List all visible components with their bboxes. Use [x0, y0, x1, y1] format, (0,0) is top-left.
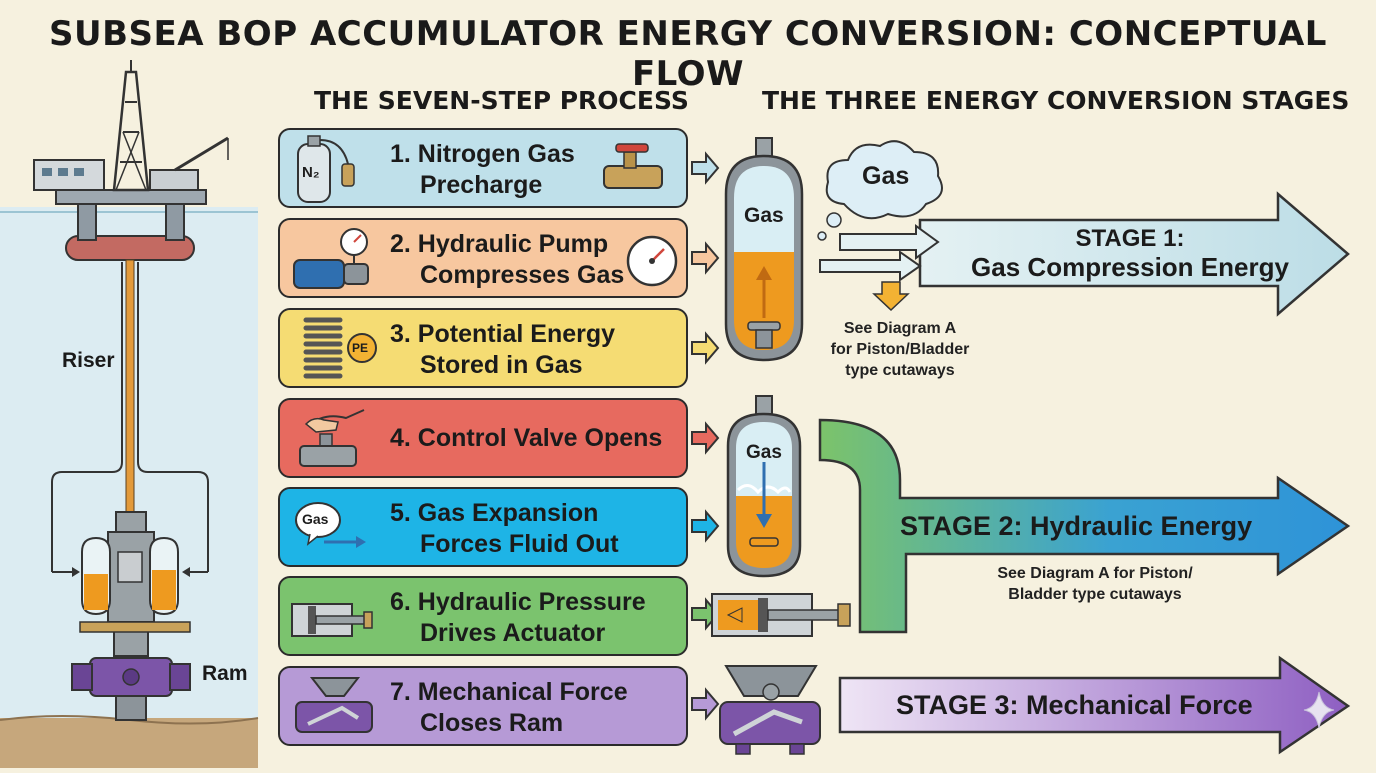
step-1-line2: Precharge [420, 171, 543, 199]
step-5-line1: 5. Gas Expansion [390, 499, 599, 527]
gas-bubble-icon: Gas [294, 496, 374, 565]
stage-1-note-line3: type cutaways [845, 362, 955, 379]
actuator-icon [288, 598, 378, 653]
ram-icon [719, 665, 821, 755]
upper-accumulator-label: Gas [744, 204, 784, 227]
step-5-box [278, 487, 688, 567]
step-1-arrow-icon [691, 151, 720, 185]
stage-2-title: STAGE 2: Hydraulic Energy [900, 511, 1253, 541]
step-7-line2: Closes Ram [420, 709, 564, 737]
step-6-line1: 6. Hydraulic Pressure [390, 588, 646, 616]
step-2-line2: Compresses Gas [420, 261, 625, 289]
step-5-line2: Forces Fluid Out [420, 530, 619, 558]
stage-1-note-line1: See Diagram A [843, 320, 957, 337]
step-3-box [278, 308, 688, 388]
lower-accumulator-label: Gas [746, 442, 782, 463]
step-3-line2: Stored in Gas [420, 351, 583, 379]
stage-3-arrow [838, 655, 1351, 755]
ram-closing-icon [288, 672, 380, 749]
rig-illustration: Riser Ram [0, 52, 259, 768]
stage-1-note-line2: for Piston/Bladder [830, 341, 970, 358]
page-title: SUBSEA BOP ACCUMULATOR ENERGY CONVERSION… [49, 14, 1327, 94]
step-5-arrow-icon [691, 509, 720, 543]
riser-label: Riser [62, 349, 115, 372]
ram-label: Ram [202, 662, 248, 685]
gas-cloud-icon: Gas [814, 134, 954, 249]
nitrogen-cylinder-icon: N₂ [292, 134, 382, 209]
stage-1-note: See Diagram A for Piston/Bladder type cu… [812, 318, 988, 381]
stage-3-title: STAGE 3: Mechanical Force [896, 690, 1253, 720]
hydraulic-pump-icon [290, 226, 380, 301]
step-3-arrow-icon [691, 331, 720, 365]
stage-1-down-arrow-icon [872, 281, 910, 312]
gas-cloud-label: Gas [862, 162, 910, 190]
stage-1-line2: Gas Compression Energy [971, 252, 1289, 282]
control-valve-icon [294, 404, 374, 479]
potential-energy-symbol: PE [352, 341, 369, 355]
stage-1-title: STAGE 1: Gas Compression Energy [960, 225, 1300, 281]
step-7-line1: 7. Mechanical Force [390, 678, 628, 706]
process-header: THE SEVEN-STEP PROCESS [314, 86, 689, 115]
stage-1-line1: STAGE 1: [1075, 225, 1185, 252]
stages-header: THE THREE ENERGY CONVERSION STAGES [762, 86, 1350, 115]
pressure-gauge-icon [624, 233, 680, 294]
step-2-arrow-icon [691, 241, 720, 275]
stage-1-arrow [819, 191, 1350, 317]
stage-2-arrow [818, 418, 1351, 634]
spring-icon: PE [300, 312, 380, 389]
step-7-arrow-icon [691, 687, 720, 721]
step-3-line1: 3. Potential Energy [390, 320, 616, 348]
stage-2-note-line2: Bladder type cutaways [1008, 586, 1182, 603]
nitrogen-symbol: N₂ [302, 164, 320, 181]
hydraulic-actuator-icon [711, 593, 851, 637]
step-1-line1: 1. Nitrogen Gas [390, 140, 575, 168]
sparkle-icon [1303, 691, 1335, 729]
gas-bubble-label: Gas [302, 511, 329, 527]
stage-2-note-line1: See Diagram A for Piston/ [997, 565, 1193, 582]
step-4-line1: 4. Control Valve Opens [390, 424, 663, 452]
upper-accumulator: Gas [722, 137, 812, 383]
step-4-arrow-icon [691, 421, 720, 455]
step-2-line1: 2. Hydraulic Pump [390, 230, 609, 258]
stage-2-note: See Diagram A for Piston/ Bladder type c… [970, 563, 1220, 605]
gas-valve-icon [600, 138, 670, 203]
lower-accumulator: Gas [724, 395, 810, 591]
step-6-line2: Drives Actuator [420, 619, 606, 647]
